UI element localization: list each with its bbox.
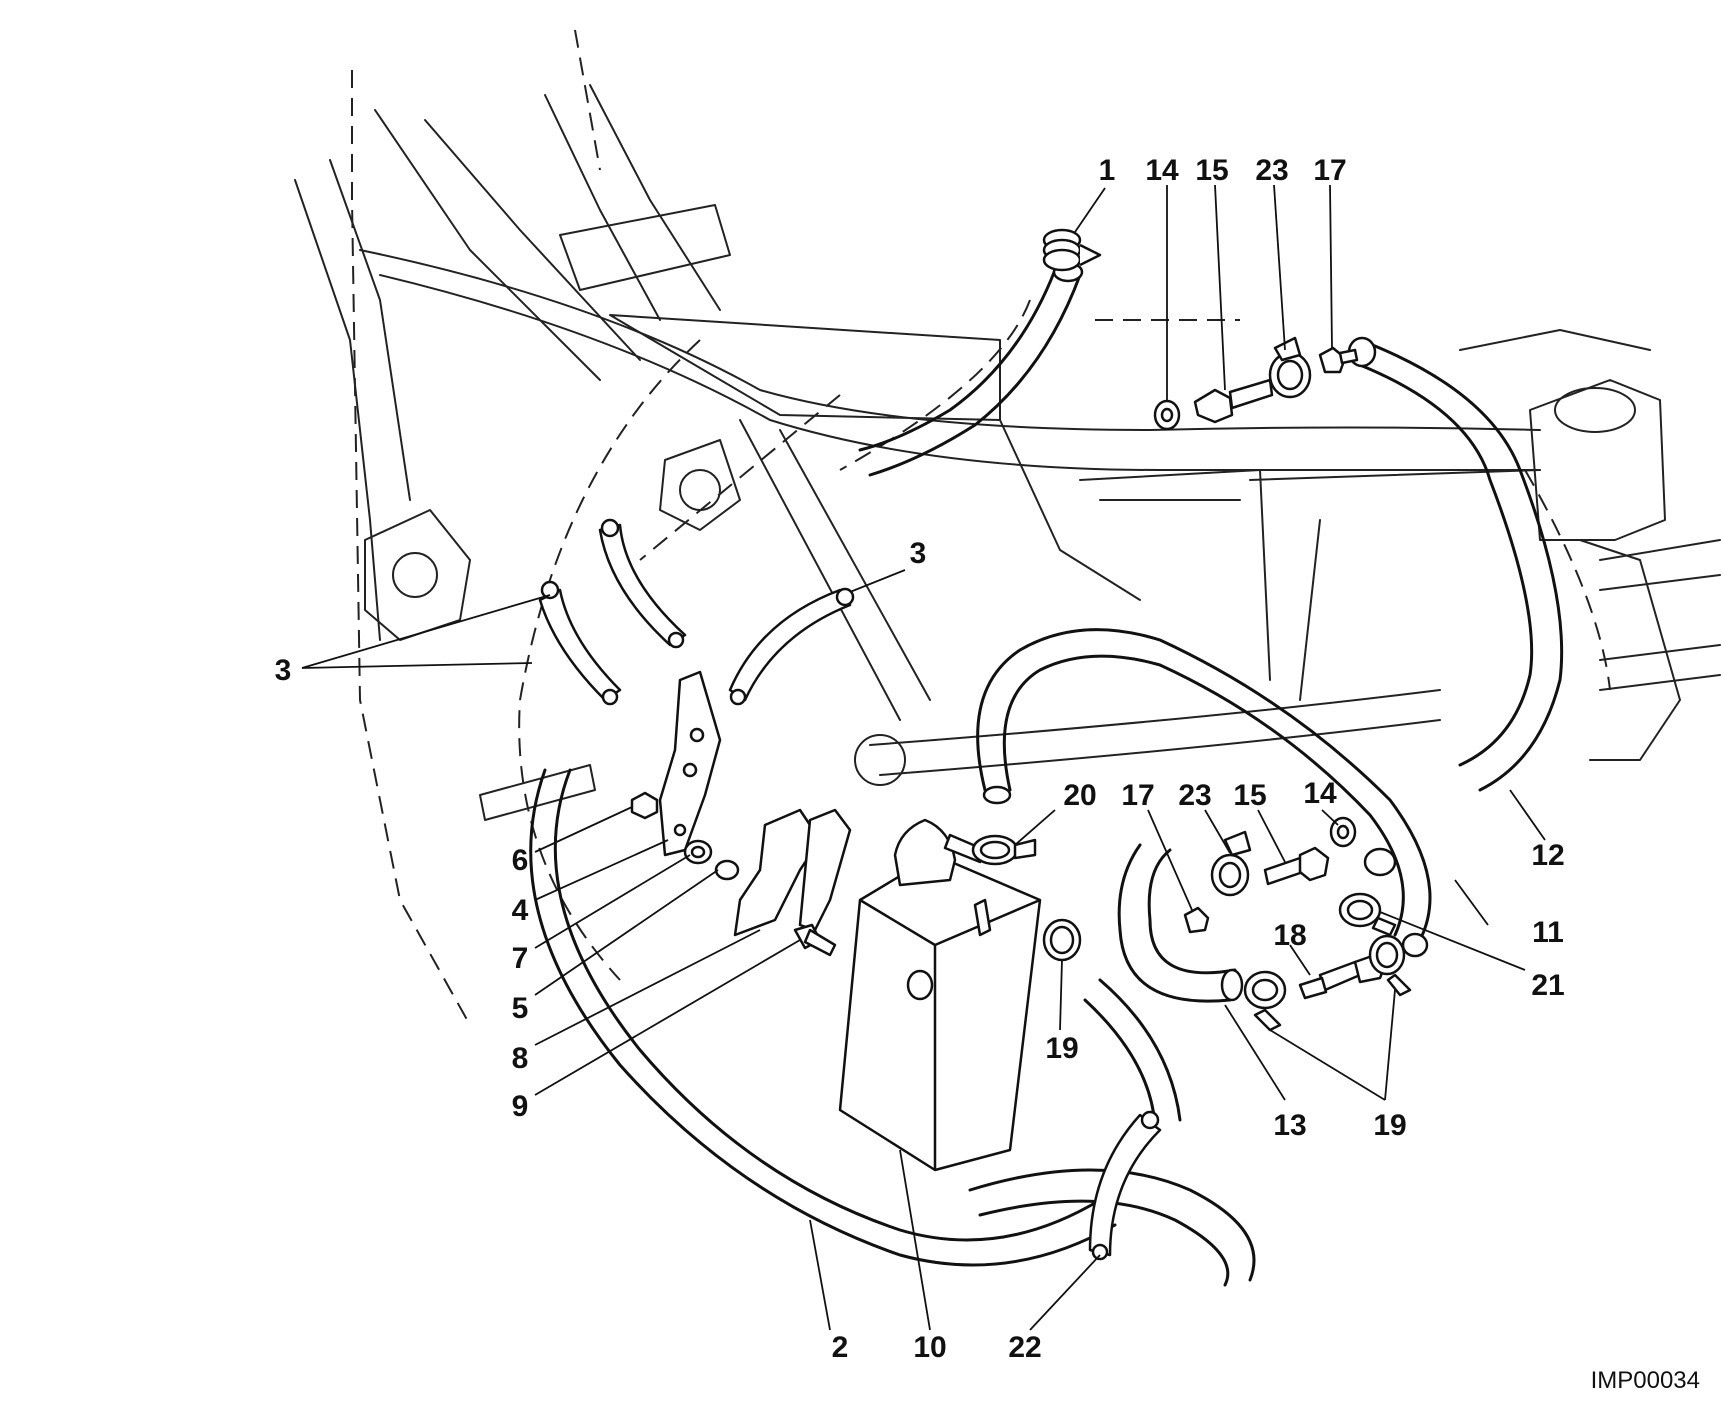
callout-19-lower: 19 [1373, 1109, 1406, 1142]
callout-11: 11 [1532, 916, 1564, 949]
screw-9 [793, 923, 837, 957]
bracket-3-right [728, 587, 855, 706]
hose-clamp-21 [1338, 892, 1397, 937]
spring-clip-1 [1042, 228, 1102, 272]
hose-clamp-19-canister [1042, 918, 1082, 962]
callout-21: 21 [1531, 969, 1564, 1002]
mounting-plate-4 [658, 670, 722, 857]
hose-clamp-23-top [1268, 336, 1312, 399]
callout-6: 6 [512, 844, 529, 877]
callout-4: 4 [512, 894, 529, 927]
bracket-3-left-a [538, 580, 622, 706]
callout-8: 8 [512, 1042, 529, 1075]
evaporative-canister-10 [838, 818, 1042, 1172]
callout-13: 13 [1273, 1109, 1306, 1142]
callout-12: 12 [1531, 839, 1564, 872]
plug-17-mid [1183, 906, 1210, 934]
callout-10: 10 [913, 1331, 946, 1364]
plug-17-top [1318, 346, 1359, 374]
grommet-7 [683, 839, 713, 865]
callout-17-top: 17 [1313, 154, 1346, 187]
callout-labels: 1 14 15 23 17 3 3 20 17 23 15 14 6 4 7 5… [275, 154, 1565, 1364]
callout-3-right: 3 [910, 537, 927, 570]
hose-clamp-19-right [1368, 934, 1412, 997]
callout-1: 1 [1099, 154, 1116, 187]
hose-clamp-20 [971, 834, 1037, 866]
callout-22: 22 [1008, 1331, 1041, 1364]
callout-17-mid: 17 [1121, 779, 1154, 812]
bracket-8 [733, 808, 852, 937]
leader-lines [301, 184, 1546, 1331]
washer-14-top [1153, 399, 1181, 431]
callout-14-mid: 14 [1303, 777, 1337, 810]
callout-23-mid: 23 [1178, 779, 1211, 812]
spacer-5 [714, 859, 740, 881]
callout-19-canister: 19 [1045, 1032, 1078, 1065]
bracket-22 [1088, 1110, 1162, 1261]
fitting-15-mid [1263, 846, 1330, 886]
callout-3-left: 3 [275, 654, 292, 687]
callout-18: 18 [1273, 919, 1306, 952]
callout-15-top: 15 [1195, 154, 1228, 187]
motorcycle-frame [294, 29, 1721, 1026]
callout-2: 2 [832, 1331, 849, 1364]
fitting-15-top [1193, 378, 1274, 424]
bracket-3-left-b [598, 518, 687, 649]
callout-15-mid: 15 [1233, 779, 1266, 812]
drawing-code: IMP00034 [1591, 1367, 1700, 1394]
callout-7: 7 [512, 942, 529, 975]
callout-9: 9 [512, 1090, 529, 1123]
callout-14-top: 14 [1145, 154, 1179, 187]
callout-23-top: 23 [1255, 154, 1288, 187]
nut-6 [630, 791, 659, 820]
hose-clamp-23-mid [1210, 830, 1252, 897]
callout-5: 5 [512, 992, 529, 1025]
hose-clamp-19-lower [1243, 970, 1287, 1032]
callout-20: 20 [1063, 779, 1096, 812]
